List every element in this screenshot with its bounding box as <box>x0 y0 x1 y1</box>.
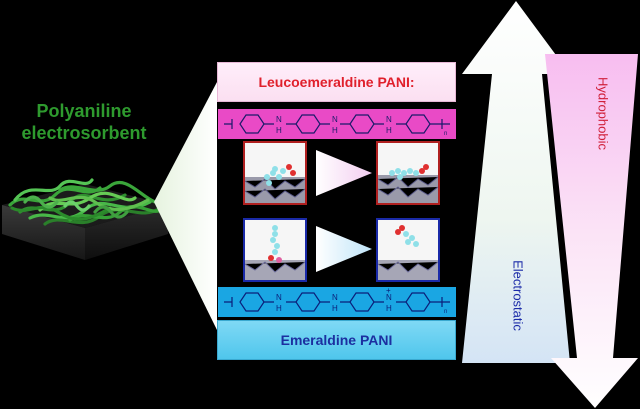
electrosorbent-title: Polyaniline electrosorbent <box>0 100 168 144</box>
svg-text:H: H <box>332 126 338 135</box>
hydrophobic-label: Hydrophobic <box>595 77 611 150</box>
svg-text:n: n <box>444 131 447 137</box>
leuco-before-snapshot <box>243 141 307 205</box>
emer-transition-arrow <box>316 226 372 272</box>
emeraldine-label: Emeraldine PANI <box>217 320 456 360</box>
svg-text:H: H <box>386 304 392 313</box>
svg-text:N: N <box>332 293 338 302</box>
electrosorbent-block <box>2 178 168 260</box>
svg-text:+: + <box>386 287 391 295</box>
leucoemeraldine-label: Leucoemeraldine PANI: <box>217 62 456 102</box>
svg-text:N: N <box>276 293 282 302</box>
svg-text:H: H <box>332 304 338 313</box>
svg-text:H: H <box>386 126 392 135</box>
svg-text:N: N <box>386 115 392 124</box>
emer-after-snapshot <box>376 218 440 282</box>
svg-text:H: H <box>276 126 282 135</box>
svg-text:N: N <box>276 115 282 124</box>
svg-text:n: n <box>444 309 447 315</box>
hydrophobic-arrow <box>545 54 638 408</box>
leuco-after-snapshot <box>376 141 440 205</box>
electrostatic-label: Electrostatic <box>510 260 526 331</box>
leuco-transition-arrow <box>316 150 372 196</box>
svg-text:N: N <box>332 115 338 124</box>
title-line-2: electrosorbent <box>21 123 147 143</box>
electrostatic-arrow <box>462 1 570 363</box>
zoom-beam <box>154 82 217 330</box>
svg-text:N: N <box>386 293 392 302</box>
title-line-1: Polyaniline <box>36 101 132 121</box>
emer-before-snapshot <box>243 218 307 282</box>
svg-text:H: H <box>276 304 282 313</box>
